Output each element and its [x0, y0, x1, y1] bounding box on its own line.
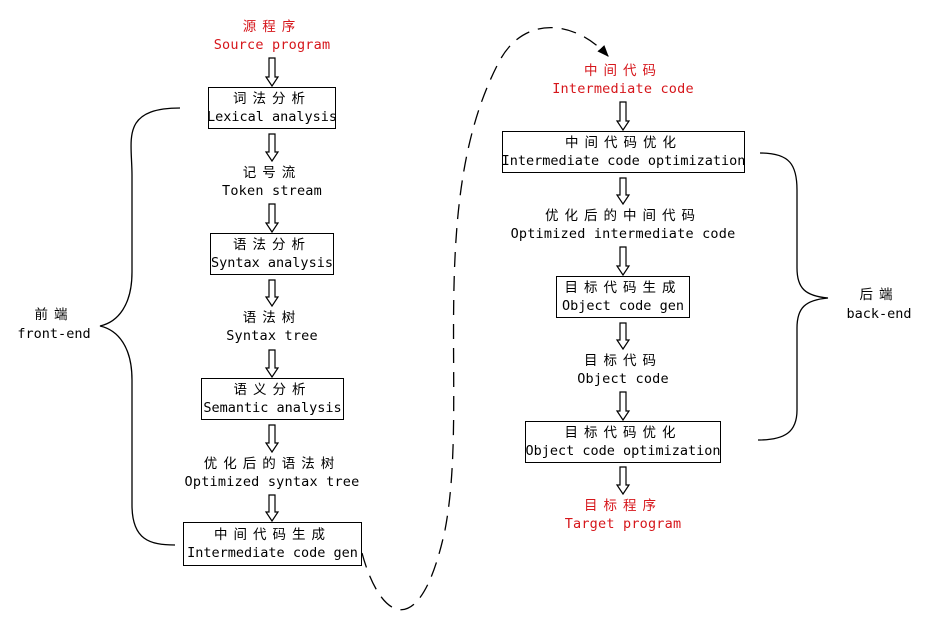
arrow-ocgen-to-oc — [615, 322, 631, 351]
object-code-zh: 目标代码 — [584, 353, 662, 369]
source-en: Source program — [213, 37, 331, 53]
opt-ic-zh: 优化后的中间代码 — [545, 208, 701, 224]
intermediate-code-optimization-box: 中间代码优化 Intermediate code optimization — [502, 131, 745, 173]
opt-ic-en: Optimized intermediate code — [510, 226, 736, 242]
lexical-zh: 词法分析 — [233, 91, 311, 107]
back-end-zh: 后端 — [859, 287, 899, 303]
ocgen-en: Object code gen — [562, 298, 684, 314]
semantic-en: Semantic analysis — [203, 400, 342, 416]
lexical-en: Lexical analysis — [206, 109, 338, 125]
ocopt-zh: 目标代码优化 — [564, 425, 682, 441]
flow-arrows — [264, 57, 631, 523]
front-end-brace — [99, 107, 181, 546]
source-zh: 源程序 — [242, 19, 302, 35]
arrow-opt-ic-to-ocgen — [615, 246, 631, 277]
target-program-en: Target program — [564, 516, 682, 532]
tree-en: Syntax tree — [226, 328, 318, 344]
syntax-en: Syntax analysis — [211, 255, 333, 271]
back-end-en: back-end — [846, 306, 912, 322]
tree-zh: 语法树 — [242, 310, 302, 326]
arrow-icopt-to-opt-ic — [615, 177, 631, 206]
arrow-opt-tree-to-icgen — [264, 494, 280, 523]
intermediate-code-en: Intermediate code — [552, 81, 694, 97]
icgen-zh: 中间代码生成 — [214, 527, 331, 543]
arrow-ocopt-to-target — [615, 466, 631, 496]
intermediate-code-gen-box: 中间代码生成 Intermediate code gen — [183, 522, 362, 566]
back-end-brace — [757, 152, 829, 441]
token-en: Token stream — [222, 183, 322, 199]
ocgen-zh: 目标代码生成 — [564, 280, 682, 296]
icopt-en: Intermediate code optimization — [501, 153, 746, 169]
token-zh: 记号流 — [242, 165, 302, 181]
object-code-gen-box: 目标代码生成 Object code gen — [556, 276, 690, 318]
syntax-zh: 语法分析 — [233, 237, 311, 253]
icgen-en: Intermediate code gen — [187, 545, 358, 561]
arrow-syntax-to-tree — [264, 279, 280, 308]
back-end-label: 后端 back-end — [826, 286, 932, 324]
intermediate-code-zh: 中间代码 — [584, 63, 662, 79]
arrow-semantic-to-opt-tree — [264, 424, 280, 454]
front-end-zh: 前端 — [34, 307, 74, 323]
object-code-en: Object code — [577, 371, 669, 387]
front-end-label: 前端 front-end — [14, 306, 94, 344]
semantic-analysis-box: 语义分析 Semantic analysis — [201, 378, 344, 420]
object-code-optimization-box: 目标代码优化 Object code optimization — [525, 421, 721, 463]
arrow-oc-to-ocopt — [615, 391, 631, 422]
opt-tree-en: Optimized syntax tree — [184, 474, 360, 490]
ocopt-en: Object code optimization — [525, 443, 721, 459]
lexical-analysis-box: 词法分析 Lexical analysis — [206, 87, 338, 129]
opt-tree-zh: 优化后的语法树 — [203, 456, 341, 472]
dashed-connector — [361, 27, 609, 611]
arrow-ic-to-icopt — [615, 101, 631, 132]
syntax-analysis-box: 语法分析 Syntax analysis — [210, 233, 334, 275]
target-program-zh: 目标程序 — [584, 498, 662, 514]
arrow-tree-to-semantic — [264, 349, 280, 379]
semantic-zh: 语义分析 — [233, 382, 312, 398]
front-end-en: front-end — [17, 326, 91, 342]
arrow-lexical-to-token — [264, 133, 280, 163]
icopt-zh: 中间代码优化 — [565, 135, 682, 151]
arrow-source-to-lexical — [264, 57, 280, 88]
arrow-token-to-syntax — [264, 203, 280, 234]
